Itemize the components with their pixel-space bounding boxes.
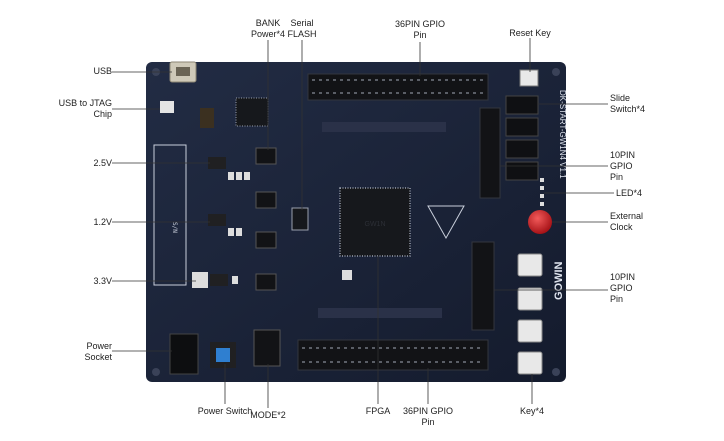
regulator-3v3 — [192, 272, 238, 288]
label-bank-power: BANK Power*4 — [250, 18, 286, 39]
label-external-clock: External Clock — [610, 211, 644, 232]
power-socket-jack — [169, 333, 199, 375]
serial-flash-chip — [291, 207, 309, 231]
keys-four — [517, 253, 543, 375]
label-gpio36-top: 36PIN GPIO Pin — [394, 19, 446, 40]
label-power-socket: Power Socket — [84, 341, 112, 362]
jtag-chip — [235, 97, 269, 127]
regulator-1v2 — [208, 214, 242, 236]
bank-power-jumpers — [255, 147, 277, 291]
board-model-text: DK-START-GW1N4 V1.1 — [558, 90, 567, 179]
gpio36-header-top — [307, 73, 489, 101]
mounting-hole — [552, 368, 560, 376]
led-row-bottom — [318, 308, 442, 318]
svg-text:S/N: S/N — [171, 222, 178, 233]
gpio36-header-bottom — [297, 339, 489, 371]
gpio10-header-bottom — [471, 241, 495, 331]
label-gpio10-bottom: 10PIN GPIO Pin — [610, 272, 636, 304]
label-serial-flash: Serial FLASH — [287, 18, 317, 39]
label-3v3: 3.3V — [93, 276, 112, 286]
fpga-chip — [339, 187, 411, 257]
mounting-hole — [552, 68, 560, 76]
label-slide-switch: Slide Switch*4 — [610, 93, 646, 114]
voltage-silk-box — [153, 144, 187, 286]
mounting-hole — [152, 368, 160, 376]
label-gpio36-bottom: 36PIN GPIO Pin — [402, 406, 454, 427]
label-1v2: 1.2V — [93, 217, 112, 227]
label-fpga: FPGA — [365, 406, 391, 416]
gpio10-header-top — [479, 107, 501, 199]
label-2v5: 2.5V — [93, 158, 112, 168]
label-key: Key*4 — [519, 406, 545, 416]
external-clock-crystal — [528, 210, 552, 234]
slide-switches — [505, 95, 539, 181]
label-gpio10-top: 10PIN GPIO Pin — [610, 150, 636, 182]
brand-logo-text: GOWIN — [553, 261, 565, 300]
label-power-switch: Power Switch — [197, 406, 253, 416]
label-usb-to-jtag: USB to JTAG Chip — [58, 98, 112, 119]
reset-key-button — [519, 69, 539, 87]
led-row-top — [322, 122, 446, 132]
label-usb: USB — [93, 66, 112, 76]
leds-four — [540, 178, 544, 206]
label-mode: MODE*2 — [250, 410, 286, 420]
mode-jumpers — [253, 329, 281, 367]
label-reset-key: Reset Key — [509, 28, 551, 38]
regulator-2v5 — [208, 157, 250, 180]
label-led: LED*4 — [616, 188, 643, 198]
leader-lines — [112, 38, 614, 408]
svg-text:GW1N: GW1N — [365, 221, 386, 228]
